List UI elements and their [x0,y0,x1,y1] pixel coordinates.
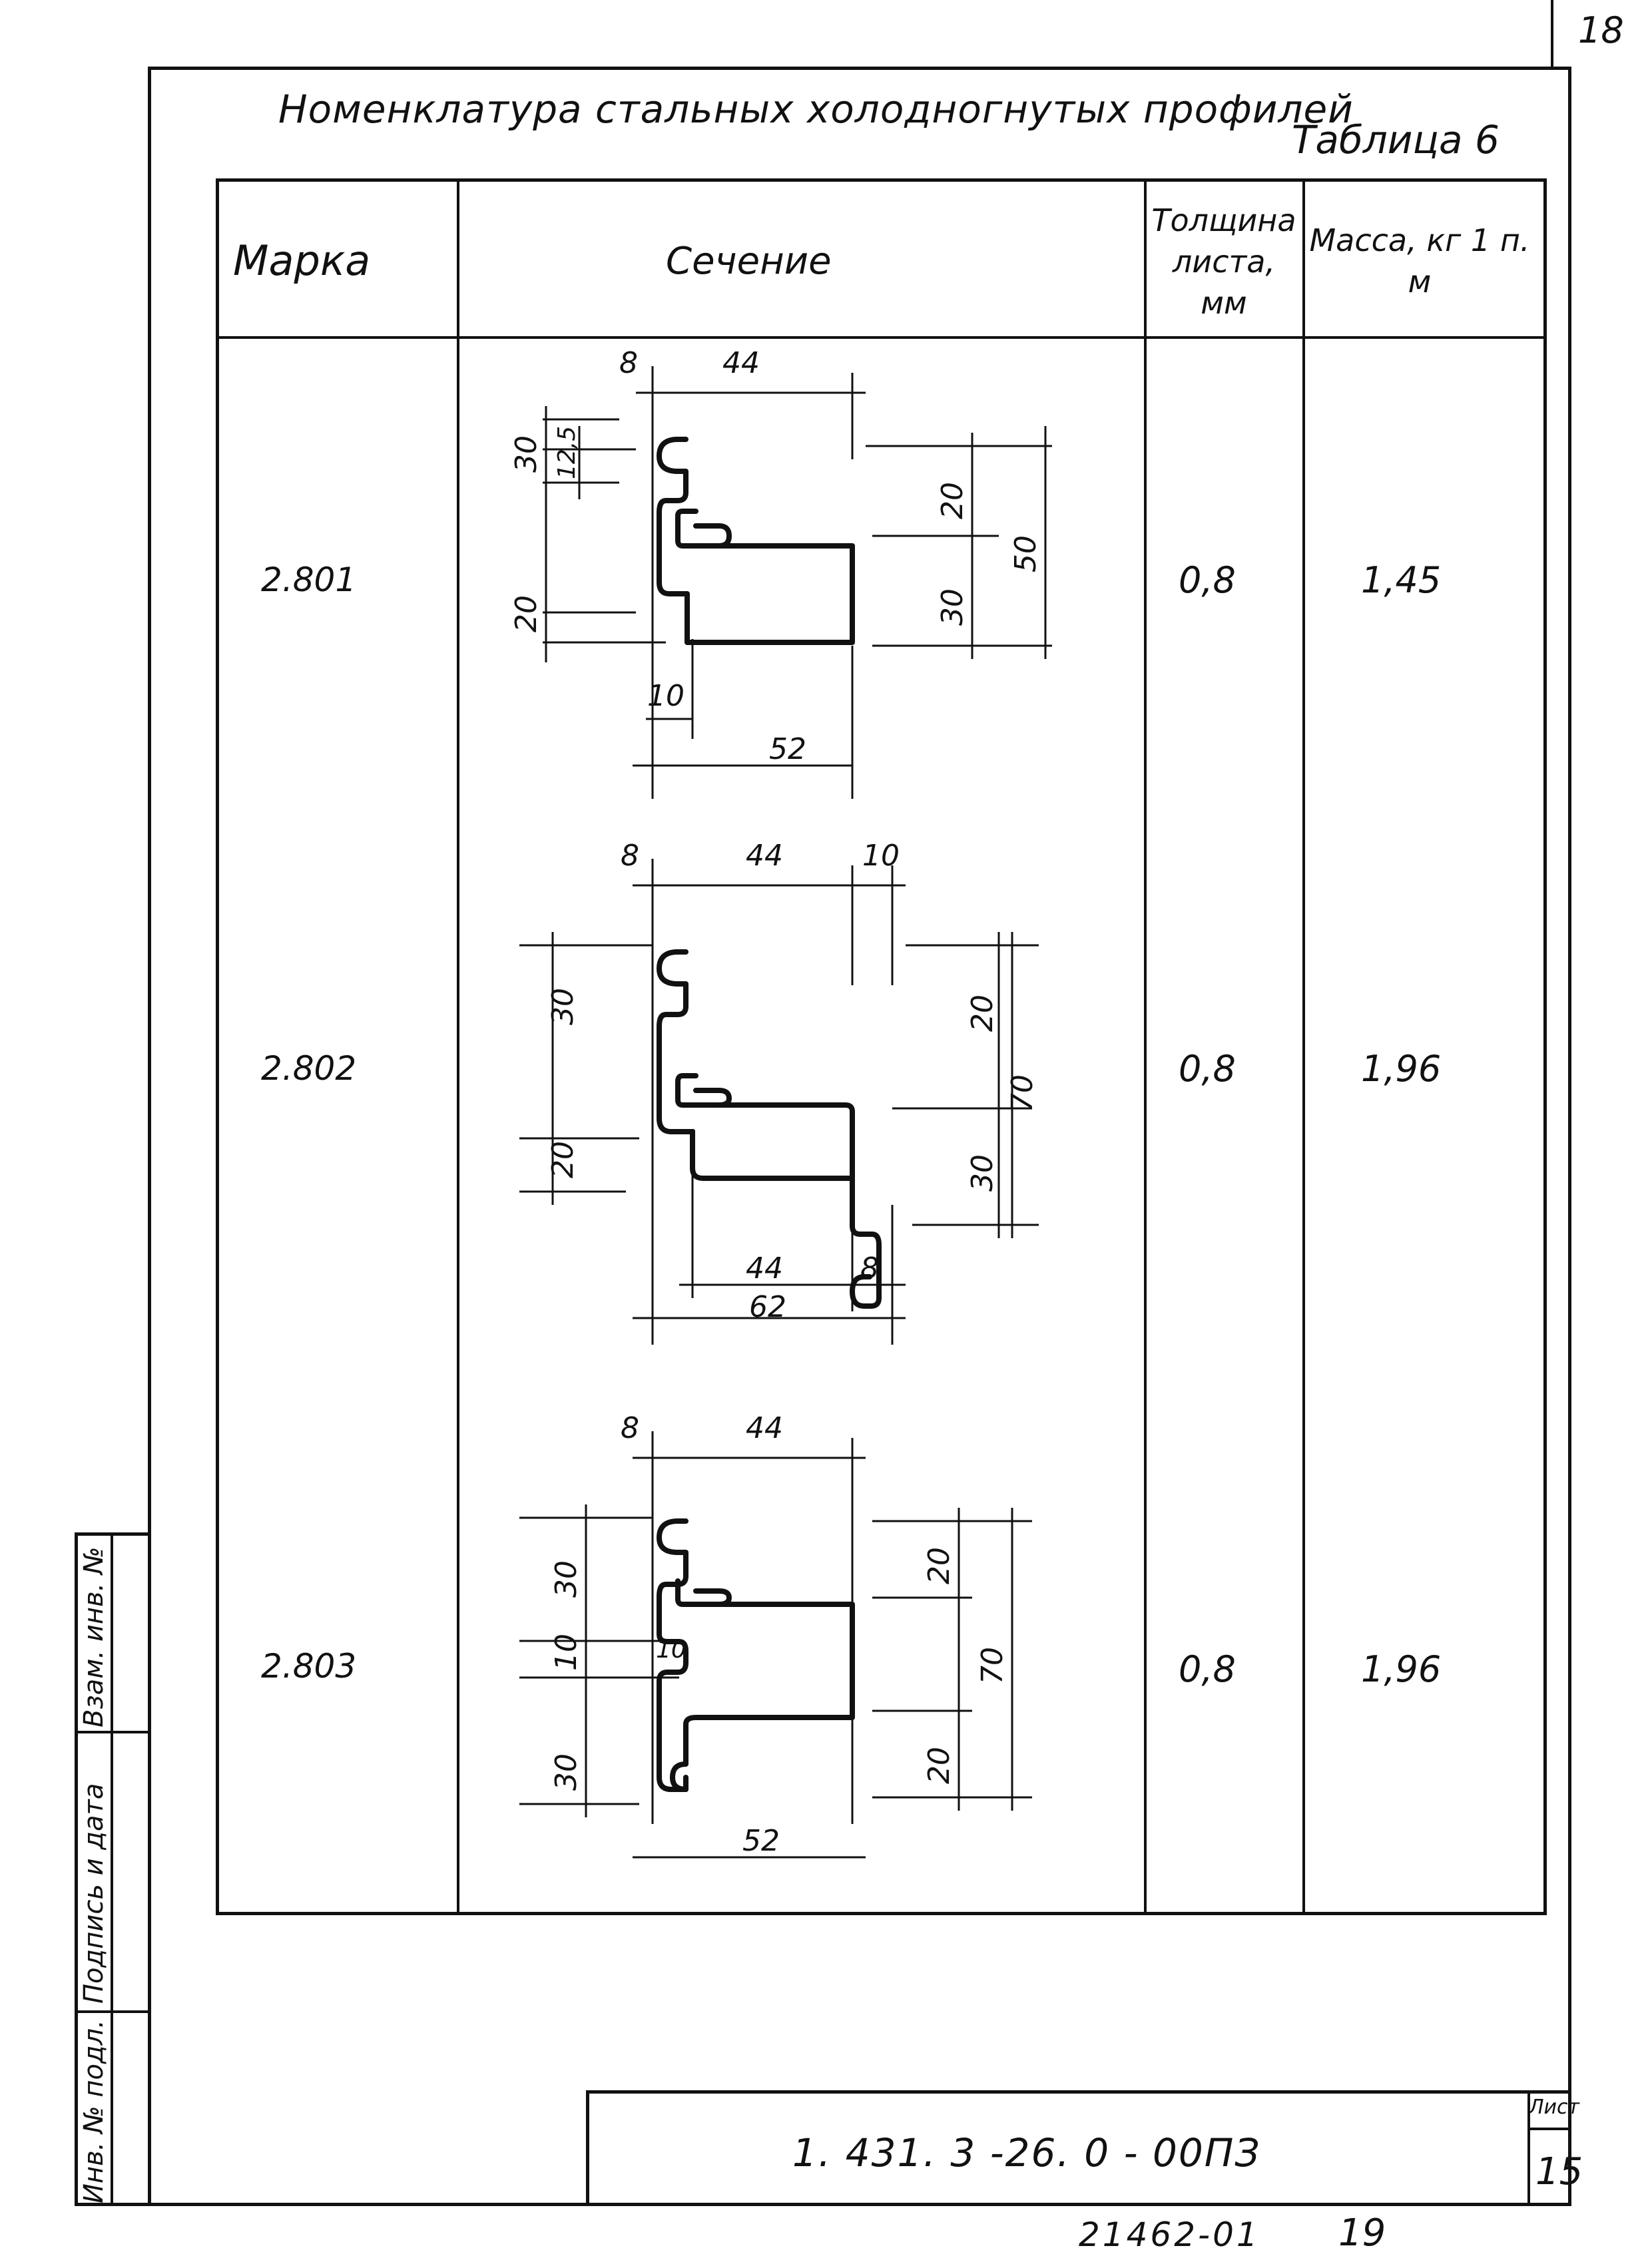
top-right-divider [1551,0,1553,67]
header-thickness: Толщина листа, мм [1151,202,1296,321]
row-1-mark: 2.801 [261,561,357,599]
dim-8: 8 [619,346,638,380]
sheet-corner-number: 18 [1578,9,1624,51]
dim-52: 52 [769,732,806,766]
sheet-label-divider [1527,2128,1571,2130]
dim-10-inner: 10 [656,1636,687,1664]
stamp-replaced-inv: Взам. инв. № [79,1546,109,1727]
header-mass: Масса, кг 1 п. м [1309,222,1530,300]
dim-44: 44 [746,1411,783,1445]
dim-30-right: 30 [936,588,969,626]
header-mark: Марка [233,236,371,285]
section-drawing-2803: 8 44 30 10 10 30 20 70 20 52 [519,1411,1032,1859]
col-divider-1 [457,178,459,1915]
dim-8: 8 [621,1411,639,1445]
nomenclature-table [216,178,1547,1915]
side-stamp-divider [111,1532,113,2206]
row-2-mass: 1,96 [1361,1048,1442,1090]
dim-10: 10 [647,679,685,713]
dim-8: 8 [621,839,639,873]
header-divider [216,336,1547,339]
stamp-inv-original: Инв. № подл. [79,2020,109,2203]
sheet-label: Лист [1529,2096,1580,2119]
header-section: Сечение [666,240,832,283]
side-stamp-row-1 [75,1731,151,1733]
dim-44: 44 [746,839,783,873]
dim-20-right-lower: 20 [922,1747,956,1784]
dim-44-bottom: 44 [746,1251,783,1285]
dim-20-right: 20 [965,995,999,1032]
dim-30: 30 [509,435,543,473]
col-divider-2 [1144,178,1147,1915]
dim-30-right: 30 [965,1154,999,1192]
table-label: Таблица 6 [1292,117,1500,162]
dim-20-left: 20 [546,1141,580,1178]
dim-70: 70 [975,1647,1009,1684]
dim-10-left: 10 [549,1634,583,1671]
row-3-mass: 1,96 [1361,1648,1442,1690]
dim-50: 50 [1009,535,1043,572]
dim-20-right: 20 [922,1547,956,1584]
sheet-number: 15 [1535,2150,1583,2193]
dim-12-5: 12,5 [553,426,581,479]
title-block-divider [1527,2090,1530,2206]
side-stamp-row-2 [75,2010,151,2013]
row-1-mass: 1,45 [1361,559,1442,601]
col-divider-3 [1302,178,1305,1915]
row-3-thickness: 0,8 [1179,1648,1236,1690]
page-title: Номенклатура стальных холодногнутых проф… [278,87,1354,132]
row-2-thickness: 0,8 [1179,1048,1236,1090]
dim-30-left-lower: 30 [549,1753,583,1791]
dim-20-left: 20 [509,595,543,632]
dim-52: 52 [742,1824,780,1858]
row-2-mark: 2.802 [261,1049,357,1088]
dim-8-bottom: 8 [860,1251,879,1285]
section-drawing-2802: 8 44 10 30 20 20 70 30 44 8 62 [519,839,1039,1345]
row-3-mark: 2.803 [261,1647,357,1686]
order-number: 21462-01 [1079,2215,1260,2254]
row-1-thickness: 0,8 [1179,559,1236,601]
dim-20-right: 20 [936,482,969,519]
page-number: 19 [1338,2211,1386,2255]
dim-44: 44 [722,346,760,380]
dim-30: 30 [546,988,580,1025]
title-block [586,2090,1571,2206]
section-drawing-2801: 8 44 30 12,5 20 20 50 30 10 52 [509,346,1052,799]
dim-70: 70 [1005,1074,1039,1112]
stamp-signature-date: Подпись и дата [79,1783,109,2004]
dim-10: 10 [862,839,900,873]
document-code: 1. 431. 3 -26. 0 - 00ПЗ [792,2130,1261,2175]
dim-62: 62 [749,1290,786,1324]
dim-30: 30 [549,1560,583,1598]
